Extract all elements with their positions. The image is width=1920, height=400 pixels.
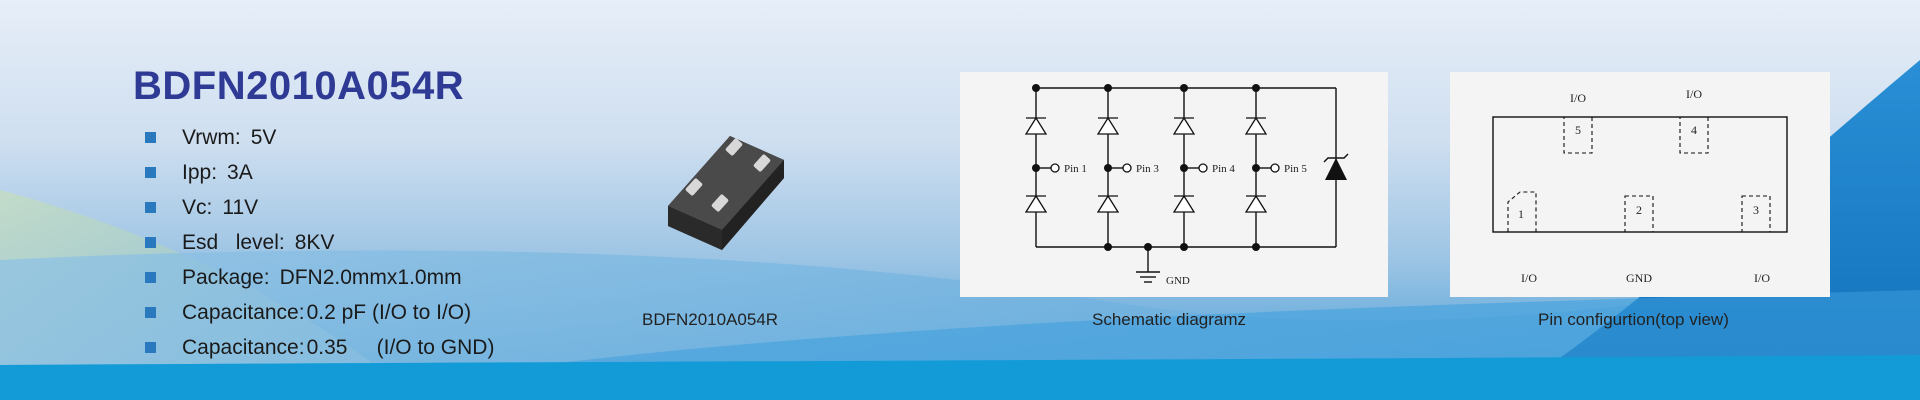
bullet-square-icon (145, 272, 156, 283)
spec-item: Capacitance:0.2 pF (I/O to I/O) (145, 295, 494, 330)
pinout-diagram: I/O I/O 5 4 1 2 3 I/O GND I/O (1492, 87, 1788, 285)
spec-item: Vc: 11V (145, 190, 494, 225)
schematic-pin-label: Pin 4 (1212, 163, 1235, 175)
bullet-square-icon (145, 237, 156, 248)
spec-label: Ipp: (182, 161, 218, 184)
spec-item: Package: DFN2.0mmx1.0mm (145, 260, 494, 295)
pinout-top-label: I/O (1686, 87, 1702, 101)
pinout-bottom-label: GND (1626, 271, 1652, 285)
bullet-square-icon (145, 202, 156, 213)
spec-item: Vrwm: 5V (145, 120, 494, 155)
pinout-caption: Pin configurtion(top view) (1538, 310, 1729, 329)
spec-item: Esd level: 8KV (145, 225, 494, 260)
schematic-panel: Pin 1 Pin 3 Pin 4 Pin 5 GND (960, 72, 1388, 297)
spec-value: 5V (250, 126, 277, 149)
product-title: BDFN2010A054R (133, 64, 465, 108)
schematic-pin-label: Pin 5 (1284, 163, 1307, 175)
spec-label: Capacitance: (182, 301, 305, 324)
pinout-bottom-label: I/O (1754, 271, 1770, 285)
schematic-diagram: Pin 1 Pin 3 Pin 4 Pin 5 GND (1024, 84, 1349, 287)
bullet-square-icon (145, 342, 156, 353)
pin-number: 1 (1518, 207, 1524, 221)
schematic-gnd-label: GND (1166, 275, 1190, 287)
spec-item: Capacitance:0.35 (I/O to GND) (145, 330, 494, 365)
spec-item: Ipp: 3A (145, 155, 494, 190)
bullet-square-icon (145, 167, 156, 178)
pin-number: 4 (1691, 123, 1697, 137)
schematic-caption: Schematic diagramz (1092, 310, 1247, 329)
chip-caption: BDFN2010A054R (642, 310, 779, 329)
spec-label: Vc: (182, 196, 213, 219)
bullet-square-icon (145, 132, 156, 143)
spec-label: Capacitance: (182, 336, 305, 359)
spec-value: 11V (222, 196, 259, 219)
chip-package-image (668, 136, 784, 250)
spec-label: Package: (182, 266, 270, 289)
spec-value: 8KV (294, 231, 335, 254)
spec-list: Vrwm: 5V Ipp: 3A Vc: 11V Esd level: 8KV Pack… (145, 120, 494, 365)
bullet-square-icon (145, 307, 156, 318)
pinout-top-label: I/O (1570, 91, 1586, 105)
pin-number: 5 (1575, 123, 1581, 137)
spec-value: 3A (227, 161, 253, 184)
pin-number: 3 (1753, 203, 1759, 217)
spec-value: DFN2.0mmx1.0mm (279, 266, 462, 289)
pinout-bottom-label: I/O (1521, 271, 1537, 285)
schematic-pin-label: Pin 3 (1136, 163, 1159, 175)
spec-value: 0.35 (I/O to GND) (306, 336, 495, 359)
schematic-pin-label: Pin 1 (1064, 163, 1087, 175)
spec-label: Esd level: (182, 231, 285, 254)
pinout-panel: I/O I/O 5 4 1 2 3 I/O GND I/O (1450, 72, 1830, 297)
spec-label: Vrwm: (182, 126, 241, 149)
pin-number: 2 (1636, 203, 1642, 217)
spec-value: 0.2 pF (I/O to I/O) (306, 301, 472, 324)
